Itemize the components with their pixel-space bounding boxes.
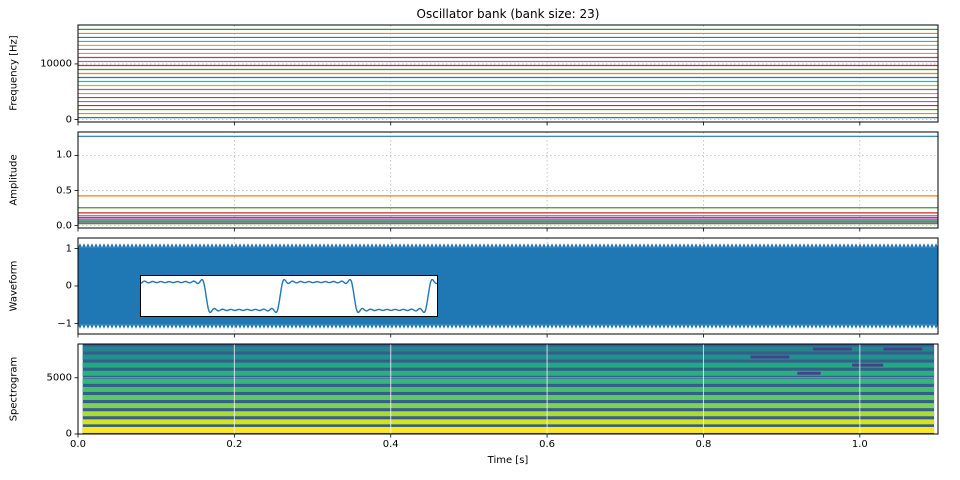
y-tick-label: 0.0 — [56, 220, 72, 232]
waveform-inset — [140, 275, 438, 317]
y-tick-label: −1 — [57, 318, 72, 329]
panel-spine — [77, 24, 939, 123]
spectrogram-harmonic-band — [82, 386, 935, 392]
waveform-ripple-bottom — [78, 324, 938, 329]
y-tick-label: 0 — [65, 114, 72, 126]
spectrogram-harmonic-band — [82, 419, 935, 425]
x-tick-label: 0.8 — [695, 439, 712, 450]
waveform-inset-canvas — [140, 279, 438, 313]
y-tick-label: 0.5 — [56, 185, 72, 197]
x-tick-label: 0.6 — [539, 439, 556, 450]
y-tick-label: 10000 — [40, 58, 72, 70]
y-tick-label: 1 — [65, 243, 72, 254]
spectrogram-harmonic-band — [82, 426, 935, 433]
panel-spine — [77, 131, 939, 229]
y-tick-label: 0 — [65, 280, 72, 292]
x-tick-label: 1.0 — [851, 439, 868, 450]
spectrogram-dark-patch — [883, 347, 923, 351]
figure-title: Oscillator bank (bank size: 23) — [416, 7, 600, 21]
spectrogram-dark-patch — [750, 355, 790, 359]
spectrogram-harmonic-band — [82, 403, 935, 409]
x-tick-label: 0.2 — [226, 439, 243, 450]
waveform-ripple-top — [78, 243, 938, 248]
spectrogram-harmonic-band — [82, 395, 935, 401]
spectrogram-harmonic-band — [82, 370, 935, 376]
panel-bg-oscillator-amplitude-tracks — [78, 132, 938, 228]
y-tick-label: 1.0 — [56, 149, 72, 161]
spectrogram-harmonic-band — [82, 378, 935, 384]
inset-square-wave — [140, 279, 438, 313]
spectrogram-dark-patch — [797, 371, 821, 375]
spectrogram-dark-patch — [812, 347, 852, 351]
spectrogram-dark-patch — [852, 363, 884, 367]
panel-spine — [77, 343, 939, 435]
y-tick-label: 0 — [65, 428, 72, 440]
spectrogram-harmonic-band — [82, 411, 935, 417]
x-tick-label: 0.4 — [382, 439, 399, 450]
spectrogram-harmonic-band — [82, 346, 935, 352]
spectrogram-harmonic-band — [82, 354, 935, 360]
x-tick-label: 0.0 — [70, 439, 86, 450]
spectrogram-harmonic-band — [82, 362, 935, 368]
xlabel-time: Time [s] — [487, 455, 529, 466]
y-tick-label: 5000 — [46, 372, 72, 384]
